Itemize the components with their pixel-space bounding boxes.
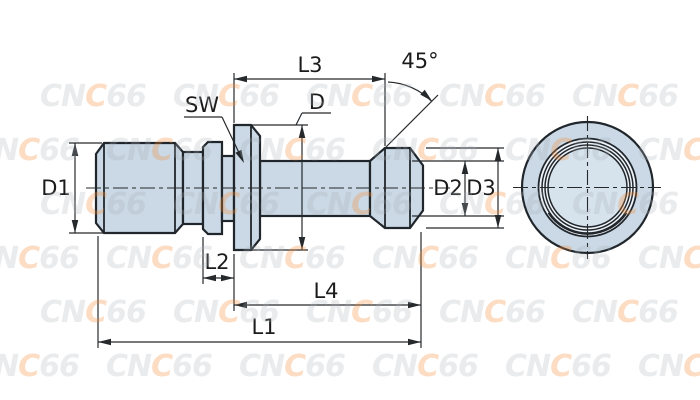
leader-line — [295, 112, 303, 126]
dim-label-d: D — [309, 90, 325, 114]
end-view — [513, 116, 661, 259]
dim-label-l4: L4 — [313, 279, 338, 303]
arrow-left — [203, 274, 216, 282]
dim-angle-45: 45° — [385, 49, 439, 148]
dim-label-angle: 45° — [401, 49, 438, 73]
dim-label-l1: L1 — [251, 315, 276, 339]
dim-l4: L4 — [234, 232, 422, 348]
dim-label-d3: D3 — [466, 176, 496, 200]
arrow-up — [298, 125, 306, 138]
side-view — [86, 123, 450, 252]
arrow-down — [494, 215, 502, 228]
dim-l3: L3 — [233, 53, 386, 146]
arrow-up — [494, 148, 502, 161]
dim-label-sw: SW — [185, 93, 219, 117]
dim-l1: L1 — [97, 236, 421, 348]
dim-label-l3: L3 — [297, 53, 322, 77]
chamfer-extension-line — [385, 94, 439, 148]
arrow-leader — [235, 149, 244, 163]
arrow-down — [71, 220, 79, 233]
dim-label-d2: D2 — [433, 176, 463, 200]
dim-label-l2: L2 — [204, 250, 229, 274]
dim-label-d1: D1 — [41, 176, 71, 200]
arrow-left — [98, 338, 111, 346]
leader-line — [221, 116, 242, 158]
arrow-arc — [420, 89, 432, 101]
dim-sw: SW — [184, 93, 244, 163]
arrow-left — [234, 75, 247, 83]
arrow-up — [71, 143, 79, 156]
collar-disc — [201, 140, 224, 236]
arrow-right — [372, 75, 385, 83]
arrow-down — [298, 237, 306, 250]
dim-d: D — [252, 90, 331, 251]
dim-d1: D1 — [41, 142, 110, 234]
dim-l2: L2 — [202, 237, 235, 311]
dim-d2: D2 — [412, 160, 504, 217]
arrow-up — [461, 161, 469, 174]
arrow-right — [408, 338, 421, 346]
arrow-right — [221, 274, 234, 282]
dim-d3: D3 — [426, 147, 504, 229]
arrow-down — [461, 203, 469, 216]
arrow-right — [408, 301, 421, 309]
arrow-left — [234, 301, 247, 309]
